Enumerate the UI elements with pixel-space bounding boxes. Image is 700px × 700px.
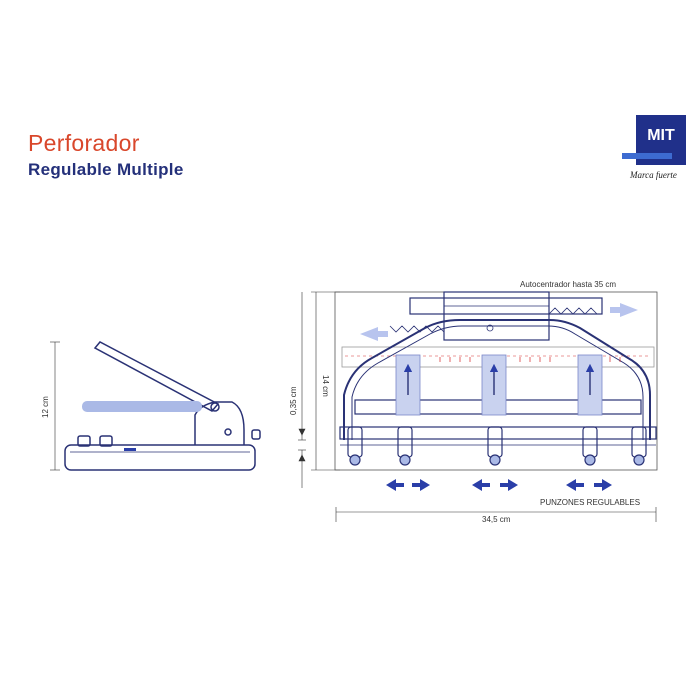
punch-feet [347,426,647,466]
rack-right [548,307,598,315]
side-view [64,341,261,471]
side-lever-pivot [210,402,220,412]
side-height-label: 12 cm [41,396,50,418]
lower-rail-2 [339,426,657,440]
brand-logo: MIT Marca fuerte [622,115,686,187]
side-lower-bar [82,401,202,412]
side-lever [93,341,220,412]
punzones-label: PUNZONES REGULABLES [540,498,640,507]
punch-adjust-arrows [386,479,612,491]
autocentrador-label: Autocentrador hasta 35 cm [520,280,616,289]
side-pivot-screw [224,428,232,436]
title: Perforador [28,130,140,156]
slide-arrow-left [360,327,388,341]
side-base [64,444,256,471]
side-knob-2 [99,435,113,447]
front-height-label: 14 cm [321,375,330,397]
slider-center-block [443,291,550,341]
width-dimension [335,507,657,522]
logo-bar [622,153,672,159]
logo-tagline: Marca fuerte [630,170,677,180]
side-height-dimension [50,341,60,471]
punch-up-arrows [403,363,595,395]
handle-arch [343,319,651,440]
width-label: 34,5 cm [482,515,511,524]
front-view [334,291,658,471]
subtitle: Regulable Multiple [28,160,184,179]
gap-label: 0,35 cm [289,386,298,415]
slider-rail [409,297,603,315]
logo-text: MIT [647,127,675,144]
side-knob-1 [77,435,91,447]
handle-arch-inner [351,325,644,440]
rack-left [389,325,445,333]
slide-arrow-right [610,303,638,317]
gap-dimension [298,292,306,488]
side-stop-knob [251,429,261,440]
